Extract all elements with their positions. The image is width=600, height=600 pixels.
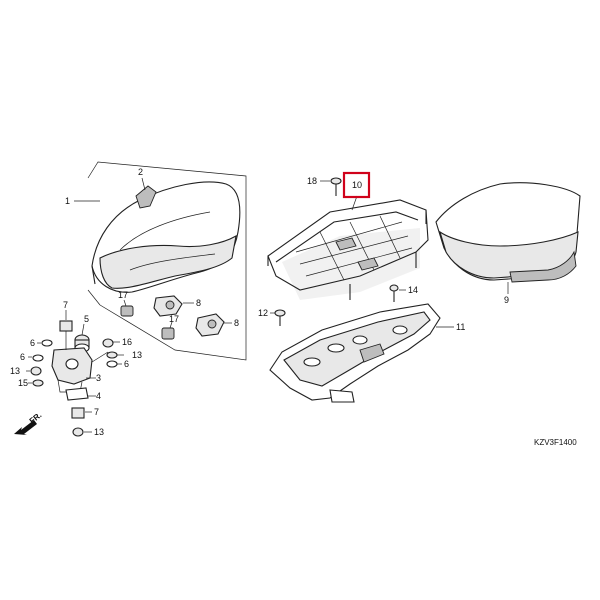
label-17a: 17	[118, 290, 128, 300]
plate-part-4	[65, 387, 89, 401]
label-3: 3	[96, 373, 101, 383]
label-18: 18	[307, 176, 317, 186]
under-plate-part-11	[269, 303, 441, 403]
bolt-part-18	[330, 177, 342, 196]
label-7a: 7	[63, 300, 68, 310]
label-11: 11	[456, 322, 465, 332]
label-2: 2	[138, 167, 143, 177]
highlight-box	[342, 171, 371, 199]
label-6b: 6	[20, 352, 25, 362]
label-14: 14	[408, 285, 418, 295]
nut-part-13b	[106, 351, 118, 359]
washer-part-6a	[41, 339, 53, 347]
label-1: 1	[65, 196, 70, 206]
label-4: 4	[96, 391, 101, 401]
clip-part-17b	[161, 327, 175, 340]
label-7b: 7	[94, 407, 99, 417]
diagram-code: KZV3F1400	[534, 438, 577, 447]
washer-part-6c	[106, 360, 118, 368]
front-seat-part	[91, 181, 241, 293]
label-9: 9	[504, 295, 509, 305]
nut-part-13a	[30, 366, 42, 376]
label-13b: 13	[132, 350, 142, 360]
nut-part-7b	[71, 407, 85, 419]
bracket-part-3	[51, 347, 93, 393]
nut-part-7a	[59, 320, 73, 332]
rubber-part-8b	[195, 313, 225, 337]
label-15: 15	[18, 378, 28, 388]
svg-text:6: 6	[124, 359, 129, 369]
washer-part-6b	[32, 354, 44, 362]
bolt-part-14	[389, 284, 399, 302]
seat-tab-part	[135, 185, 157, 209]
label-17b: 17	[169, 314, 179, 324]
nut-part-16	[102, 338, 114, 348]
label-8a: 8	[196, 298, 201, 308]
label-12: 12	[258, 308, 268, 318]
bolt-part-15	[32, 379, 44, 387]
label-16: 16	[122, 337, 132, 347]
label-6a: 6	[30, 338, 35, 348]
bolt-part-12	[274, 309, 286, 326]
label-5: 5	[84, 314, 89, 324]
nut-part-13c	[72, 427, 84, 437]
rear-carrier-part-10	[267, 199, 429, 300]
rubber-part-8a	[153, 295, 183, 317]
label-8b: 8	[234, 318, 239, 328]
clip-part-17a	[120, 305, 134, 317]
seat-group-frame	[87, 161, 247, 361]
label-13c: 13	[94, 427, 104, 437]
label-13a: 13	[10, 366, 20, 376]
label-10: 10	[352, 180, 362, 190]
rear-seat-part-9	[435, 182, 581, 283]
front-direction-arrow: FR.	[14, 411, 43, 435]
